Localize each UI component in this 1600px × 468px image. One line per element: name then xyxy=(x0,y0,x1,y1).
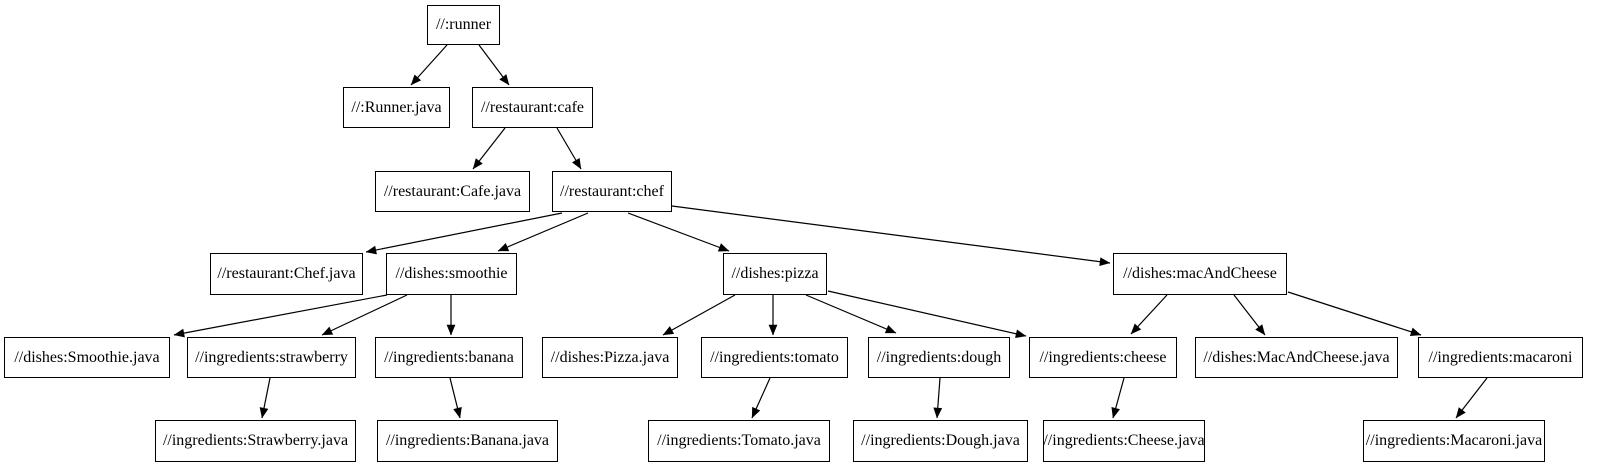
graph-node-chef: //restaurant:chef xyxy=(552,171,672,212)
graph-node-label: //ingredients:Tomato.java xyxy=(657,432,821,449)
graph-node-label: //dishes:Pizza.java xyxy=(550,348,670,366)
graph-node-macaroni_java: //ingredients:Macaroni.java xyxy=(1363,420,1545,462)
graph-node-mac: //dishes:macAndCheese xyxy=(1113,253,1287,295)
graph-node-label: //:Runner.java xyxy=(351,98,442,116)
graph-node-label: //dishes:MacAndCheese.java xyxy=(1203,348,1390,366)
edge-cafe-to-cafe_java xyxy=(472,127,506,170)
graph-node-smoothie: //dishes:smoothie xyxy=(386,253,517,295)
graph-node-pizza: //dishes:pizza xyxy=(723,253,827,295)
edge-banana-to-banana_java xyxy=(449,377,462,419)
graph-node-label: //ingredients:Banana.java xyxy=(385,432,550,449)
edge-tomato-to-tomato_java xyxy=(751,377,771,419)
graph-node-banana_java: //ingredients:Banana.java xyxy=(377,420,558,462)
edge-cheese-to-cheese_java xyxy=(1111,377,1125,419)
edge-smoothie-to-smoothie_java xyxy=(173,294,388,338)
graph-node-smoothie_java: //dishes:Smoothie.java xyxy=(4,337,170,378)
edge-mac-to-cheese xyxy=(1130,294,1168,335)
graph-node-cheese_java: //ingredients:Cheese.java xyxy=(1043,420,1205,462)
graph-node-macaroni: //ingredients:macaroni xyxy=(1418,337,1583,378)
graph-node-label: //ingredients:Dough.java xyxy=(861,432,1020,449)
edge-mac-to-macaroni xyxy=(1287,291,1422,337)
graph-node-strawberry_java: //ingredients:Strawberry.java xyxy=(155,420,356,462)
graph-node-label: //dishes:smoothie xyxy=(395,265,508,282)
graph-node-label: //ingredients:tomato xyxy=(710,348,839,366)
edge-chef-to-mac xyxy=(671,205,1111,267)
edge-strawberry-to-strawberry_java xyxy=(259,377,271,419)
edge-macaroni-to-macaroni_java xyxy=(1455,377,1488,419)
graph-node-label: //ingredients:Strawberry.java xyxy=(162,432,349,449)
graph-node-cafe: //restaurant:cafe xyxy=(472,87,593,128)
graph-node-label: //ingredients:strawberry xyxy=(195,348,348,366)
edge-chef-to-pizza xyxy=(627,212,730,252)
edges-group xyxy=(173,44,1488,419)
graph-node-label: //:runner xyxy=(435,16,492,33)
edge-mac-to-mac_java xyxy=(1233,294,1266,336)
graph-node-label: //ingredients:dough xyxy=(876,348,1002,366)
graph-node-label: //ingredients:cheese xyxy=(1039,348,1167,366)
graph-node-banana: //ingredients:banana xyxy=(375,337,523,378)
edge-runner-to-runner_java xyxy=(410,44,448,86)
graph-node-label: //restaurant:cafe xyxy=(480,98,585,116)
graph-node-pizza_java: //dishes:Pizza.java xyxy=(542,337,678,378)
edge-chef-to-chef_java xyxy=(365,212,563,255)
graph-node-runner_java: //:Runner.java xyxy=(343,87,450,128)
graph-node-cafe_java: //restaurant:Cafe.java xyxy=(375,171,530,212)
edge-runner-to-cafe xyxy=(478,44,510,86)
graph-node-label: //dishes:macAndCheese xyxy=(1123,265,1277,282)
graph-node-chef_java: //restaurant:Chef.java xyxy=(210,253,363,295)
graph-node-label: //ingredients:macaroni xyxy=(1428,348,1573,366)
graph-node-label: //ingredients:Cheese.java xyxy=(1043,432,1205,449)
edge-dough-to-dough_java xyxy=(933,377,943,419)
graph-node-dough: //ingredients:dough xyxy=(868,337,1010,378)
graph-node-runner: //:runner xyxy=(427,5,500,45)
graph-node-strawberry: //ingredients:strawberry xyxy=(187,337,356,378)
graph-node-dough_java: //ingredients:Dough.java xyxy=(853,420,1028,462)
graph-node-label: //restaurant:Cafe.java xyxy=(383,182,522,200)
graph-node-tomato_java: //ingredients:Tomato.java xyxy=(648,420,830,462)
edge-cafe-to-chef xyxy=(556,127,582,170)
graph-node-label: //restaurant:Chef.java xyxy=(217,265,356,282)
graph-node-label: //ingredients:Macaroni.java xyxy=(1365,432,1543,449)
edge-pizza-to-pizza_java xyxy=(662,294,736,336)
edge-smoothie-to-strawberry xyxy=(321,294,408,336)
edge-pizza-to-cheese xyxy=(827,290,1027,339)
graph-node-cheese: //ingredients:cheese xyxy=(1029,337,1177,378)
graph-node-label: //restaurant:chef xyxy=(560,182,664,200)
edge-pizza-to-dough xyxy=(805,294,897,334)
graph-node-mac_java: //dishes:MacAndCheese.java xyxy=(1195,337,1398,378)
edge-chef-to-smoothie xyxy=(497,212,589,252)
graph-node-label: //ingredients:banana xyxy=(384,348,514,366)
graph-node-tomato: //ingredients:tomato xyxy=(701,337,848,378)
graph-node-label: //dishes:Smoothie.java xyxy=(14,348,160,366)
graph-node-label: //dishes:pizza xyxy=(731,265,819,282)
